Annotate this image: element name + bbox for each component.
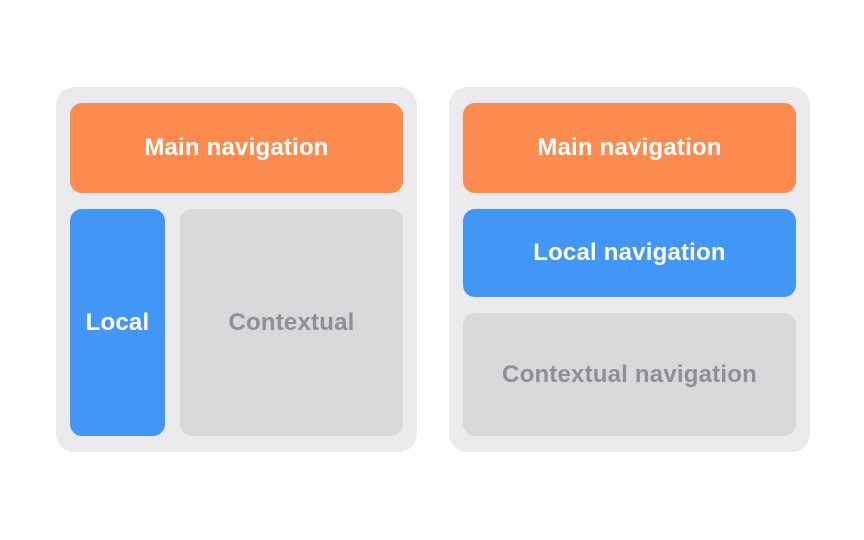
contextual-navigation-label: Contextual navigation (502, 360, 757, 388)
local-navigation-block: Local (70, 209, 165, 436)
content-row: Local Contextual (70, 209, 403, 436)
main-navigation-block: Main navigation (463, 103, 796, 193)
main-navigation-label: Main navigation (537, 134, 722, 161)
main-navigation-label: Main navigation (144, 134, 329, 161)
local-navigation-block: Local navigation (463, 209, 796, 297)
diagram-panel-stacked-layout: Main navigation Local navigation Context… (449, 87, 810, 452)
contextual-navigation-label: Contextual (228, 308, 355, 336)
local-navigation-label: Local navigation (533, 239, 726, 266)
local-navigation-label: Local (85, 308, 150, 336)
diagram-panel-sidebar-layout: Main navigation Local Contextual (56, 87, 417, 452)
main-navigation-block: Main navigation (70, 103, 403, 193)
contextual-navigation-block: Contextual (180, 209, 403, 436)
contextual-navigation-block: Contextual navigation (463, 313, 796, 436)
